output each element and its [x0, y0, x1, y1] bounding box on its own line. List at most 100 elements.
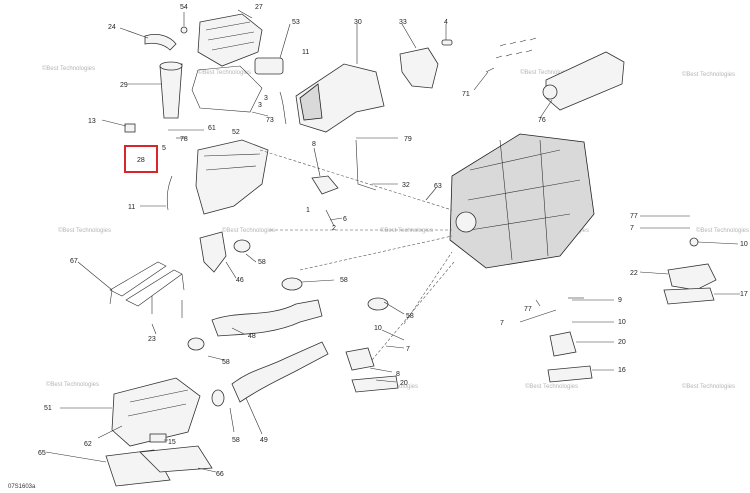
watermark: ©Best Technologies: [42, 65, 95, 72]
frame-67: [109, 261, 185, 307]
plate-17: [663, 287, 715, 305]
callout-label: 61: [208, 125, 216, 132]
bracket-33: [399, 47, 439, 89]
bolts-right: [680, 215, 690, 229]
watermark: ©Best Technologies: [222, 227, 275, 234]
callout-label: 7: [406, 346, 410, 353]
callout-label: 10: [740, 241, 748, 248]
watermark: ©Best Technologies: [58, 227, 111, 234]
seal-52: [191, 65, 263, 113]
clamp-58: [233, 239, 251, 253]
callout-label: 67: [70, 258, 78, 265]
callout-label: 11: [302, 49, 309, 56]
callout-label: 17: [740, 291, 748, 298]
callout-label: 33: [399, 19, 407, 26]
callout-label: 1: [306, 207, 310, 214]
watermark: ©Best Technologies: [682, 71, 735, 78]
clamp-58: [367, 297, 389, 311]
duct-49: [231, 341, 329, 403]
callout-label: 11: [128, 204, 135, 211]
callout-label: 10: [374, 325, 382, 332]
callout-label: 16: [618, 367, 626, 374]
callout-label: 6: [343, 216, 347, 223]
intake-manifold: [545, 51, 625, 111]
mount-20: [549, 331, 577, 357]
callout-label: 2: [332, 225, 336, 232]
callout-label: 58: [222, 359, 230, 366]
callout-label: 58: [406, 313, 414, 320]
watermark: ©Best Technologies: [520, 69, 573, 76]
callout-label: 54: [180, 4, 188, 11]
watermark: ©Best Technologies: [525, 383, 578, 390]
bracket-8: [311, 175, 339, 195]
callout-label: 30: [354, 19, 362, 26]
callout-label: 77: [630, 213, 638, 220]
callout-label: 63: [434, 183, 442, 190]
callout-label: 62: [84, 441, 92, 448]
callout-label: 58: [232, 437, 240, 444]
callout-label: 24: [108, 24, 116, 31]
watermark: ©Best Technologies: [682, 383, 735, 390]
callout-label: 73: [266, 117, 274, 124]
reference-code: 07S1603a: [8, 484, 36, 490]
callout-label: 53: [292, 19, 300, 26]
callout-label: 4: [444, 19, 448, 26]
callout-label: 23: [148, 336, 156, 343]
callout-label: 46: [236, 277, 244, 284]
clamp-58: [211, 389, 225, 407]
callout-label: 8: [396, 371, 400, 378]
watermark: ©Best Technologies: [696, 227, 749, 234]
plate-16: [547, 365, 593, 383]
callout-label: 9: [618, 297, 622, 304]
airbox-base-28: [195, 139, 269, 215]
part-15: [149, 433, 167, 443]
mount-20: [345, 347, 375, 371]
clamp-58: [187, 337, 205, 351]
callout-labels: 54 27 24 53 30 33 4 3 11 29 52 71 76 73 …: [38, 4, 748, 478]
bolts-71: [485, 37, 537, 73]
callout-label: 22: [630, 270, 638, 277]
pin-4: [441, 39, 453, 46]
callout-label: 13: [88, 118, 96, 125]
elbow-46: [199, 231, 227, 273]
callout-label: 32: [402, 182, 410, 189]
callout-label: 78: [180, 136, 188, 143]
callout-label: 5: [162, 145, 166, 152]
callout-label: 48: [248, 333, 256, 340]
sensor-13: [124, 123, 136, 133]
callout-label: 79: [404, 136, 412, 143]
rod-32: [355, 139, 377, 191]
intercooler-51: [111, 377, 201, 447]
callout-label: 10: [618, 319, 626, 326]
callout-label: 15: [168, 439, 176, 446]
washer-10: [689, 237, 699, 247]
callout-label: 29: [120, 82, 128, 89]
watermark: ©Best Technologies: [46, 381, 99, 388]
callout-label: 20: [400, 380, 408, 387]
gasket-53: [254, 57, 284, 75]
watermark: ©Best Technologies: [380, 227, 433, 234]
callout-label: 52: [232, 129, 240, 136]
watermark: ©Best Technologies: [198, 69, 251, 76]
engine-block: [449, 133, 595, 269]
callout-label: 27: [255, 4, 263, 11]
callout-label: 20: [618, 339, 626, 346]
strap-11: [166, 91, 287, 211]
callout-label: 66: [216, 471, 224, 478]
bolts-23: [151, 296, 183, 318]
callout-label: 3: [264, 95, 268, 102]
clamp-58: [281, 277, 303, 291]
plate-66: [139, 445, 213, 473]
callout-label: 8: [312, 141, 316, 148]
callout-label: 28: [137, 157, 145, 164]
plate-16: [351, 375, 399, 393]
intake-tube: [159, 63, 183, 119]
clamp-54: [180, 26, 188, 34]
callout-label: 58: [258, 259, 266, 266]
highlight-box: [124, 145, 158, 173]
leader-lines: [45, 9, 740, 473]
duct-48: [211, 299, 323, 337]
callout-label: 51: [44, 405, 52, 412]
airbox-cover: [197, 13, 263, 67]
